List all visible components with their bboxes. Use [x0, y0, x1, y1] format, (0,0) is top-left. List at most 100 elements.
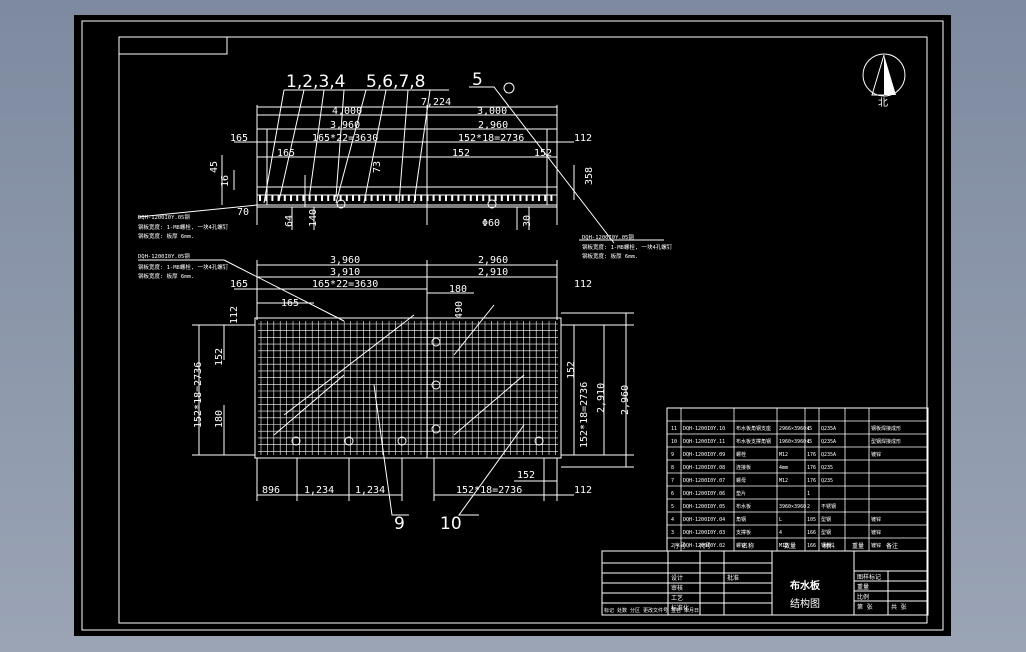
dim-1234-a: 1,234	[304, 485, 334, 496]
svg-text:DQH-1200I0Y.05钢: DQH-1200I0Y.05钢	[138, 252, 190, 260]
callout-1234: 1,2,3,4	[286, 72, 345, 92]
outer-frame	[81, 20, 944, 631]
parts-cell: 4	[671, 517, 674, 523]
dim-30: 30	[522, 215, 533, 227]
parts-cell: 1	[807, 426, 810, 432]
note-3: DQH-1200I0Y.05钢 钢板宽度: 1-M8螺栓, 一块4孔螺钉 钢板宽…	[579, 233, 673, 260]
dim-phi60: Φ60	[482, 218, 500, 229]
dim-right-2910: 2,910	[596, 383, 607, 413]
parts-cell: Q235	[821, 465, 833, 471]
parts-cell: DQH-1200I0Y.10	[683, 426, 725, 432]
plate-teeth	[259, 195, 553, 201]
tb-m2: 比例	[857, 593, 869, 601]
dim-2910-plan: 2,910	[478, 267, 508, 278]
drawing-name: 布水板	[790, 579, 821, 592]
dim-180-plan: 180	[449, 284, 467, 295]
parts-cell: L	[779, 517, 782, 523]
parts-cell: 支撑板	[736, 529, 751, 536]
callout-9: 9	[394, 514, 405, 534]
parts-cell: 钢板	[821, 542, 831, 549]
dim-right-2960: 2,960	[620, 385, 631, 415]
parts-cell: DQH-1200I0Y.11	[683, 439, 725, 445]
parts-cell: 7	[671, 478, 674, 484]
drawing-sheet: 北 1,2,3,4 5,6,7,8 5 7,224 4,000 3,000 3,…	[74, 15, 951, 636]
parts-cell: 不锈钢	[821, 503, 836, 510]
north-arrow-icon	[862, 53, 906, 97]
dim-2960-top: 2,960	[478, 120, 508, 131]
parts-cell: DQH-1200I0Y.04	[683, 517, 725, 523]
tb-corner: 标记 处数 分区 更改文件号 签名 年月日	[604, 607, 699, 614]
parts-cell: 5	[671, 504, 674, 510]
tb-m1: 重量	[857, 583, 869, 591]
title-block: 设计 审核 工艺 标准化 批准 布水板 结构图 图样标记 重量 比例 共 张 第…	[601, 550, 929, 616]
dim-165-plan-a: 165	[230, 279, 248, 290]
dim-165x22-plan: 165*22=3630	[312, 279, 378, 290]
parts-cell: Q235A	[821, 439, 836, 445]
callout-5: 5	[472, 70, 483, 90]
parts-cell: 镀锌	[871, 529, 881, 536]
parts-cell: 2	[807, 504, 810, 510]
parts-cell: 1	[807, 491, 810, 497]
pt-h0: 序号	[674, 542, 686, 550]
dim-112-plan: 112	[574, 279, 592, 290]
parts-cell: 3960×3960	[779, 504, 806, 510]
north-label: 北	[878, 97, 888, 109]
parts-cell: 布水板角钢支座	[736, 425, 771, 432]
dim-112-top: 112	[574, 133, 592, 144]
parts-cell: 布水板	[736, 503, 751, 510]
parts-cell: 1	[807, 439, 810, 445]
callout-10: 10	[440, 514, 462, 534]
parts-cell: 166	[807, 543, 816, 549]
parts-cell: 176	[807, 465, 816, 471]
parts-cell: Q235	[821, 478, 833, 484]
parts-cell: 布水板支撑角钢	[736, 438, 771, 445]
pt-h3: 数量	[784, 542, 796, 550]
parts-cell: 8	[671, 465, 674, 471]
dim-7224: 7,224	[421, 97, 451, 108]
note-1: DQH-1200I0Y.05钢 钢板宽度: 1-M8螺栓, 一块4孔螺钉 钢板宽…	[137, 204, 258, 240]
parts-cell: 105	[807, 517, 816, 523]
dim-1234-b: 1,234	[355, 485, 385, 496]
parts-cell: 角钢	[736, 516, 746, 523]
dim-3960-top: 3,960	[330, 120, 360, 131]
dim-152-a: 152	[452, 148, 470, 159]
elevation-view: 1,2,3,4 5,6,7,8 5 7,224 4,000 3,000 3,96…	[209, 70, 615, 244]
dim-358: 358	[584, 167, 595, 185]
dim-bot-152: 152	[517, 470, 535, 481]
parts-cell: Q235A	[821, 426, 836, 432]
dim-165-a: 165	[230, 133, 248, 144]
dim-3910-plan: 3,910	[330, 267, 360, 278]
dim-left-152: 152	[214, 348, 225, 366]
parts-cell: DQH-1200I0Y.02	[683, 543, 725, 549]
tb-r3: 标准化	[671, 604, 689, 612]
dim-152x18-top: 152*18=2736	[458, 133, 524, 144]
dim-73: 73	[372, 161, 383, 173]
dim-16: 16	[220, 175, 231, 187]
tb-sheets: 共 张	[891, 603, 907, 611]
dim-right-vert-pitch: 152*18=2736	[579, 382, 590, 448]
parts-cell: 钢板焊接成形	[871, 425, 901, 432]
dim-2960-plan: 2,960	[478, 255, 508, 266]
dim-left-vert-pitch: 152*18=2736	[193, 362, 204, 428]
dim-4000: 4,000	[332, 106, 362, 117]
parts-cell: 型钢	[821, 516, 831, 523]
parts-cell: 176	[807, 452, 816, 458]
parts-cell: 2966×3960×5	[779, 426, 812, 432]
svg-text:钢板宽度: 板厚 6mm.: 钢板宽度: 板厚 6mm.	[582, 252, 638, 260]
parts-cell: M12	[779, 452, 788, 458]
svg-text:钢板宽度: 板厚 6mm.: 钢板宽度: 板厚 6mm.	[138, 232, 194, 240]
svg-text:DQH-1200I0Y.05钢: DQH-1200I0Y.05钢	[582, 233, 634, 241]
parts-cell: 11	[671, 426, 677, 432]
parts-cell: 176	[807, 478, 816, 484]
svg-text:钢板宽度: 1-M8螺栓, 一块4孔螺钉: 钢板宽度: 1-M8螺栓, 一块4孔螺钉	[582, 243, 673, 251]
plan-view: 3,960 2,960 3,910 2,910 165*22=3630 165 …	[192, 255, 634, 534]
dim-left-180: 180	[214, 410, 225, 428]
callout-5678: 5,6,7,8	[366, 72, 425, 92]
dim-right-152: 152	[566, 361, 577, 379]
dim-3960-plan: 3,960	[330, 255, 360, 266]
parts-cell: 连接板	[736, 464, 751, 471]
pt-h4: 材料	[823, 542, 835, 550]
note-2: DQH-1200I0Y.05钢 钢板宽度: 1-M8螺栓, 一块4孔螺钉 钢板宽…	[138, 252, 345, 322]
mesh-grid	[258, 321, 558, 455]
